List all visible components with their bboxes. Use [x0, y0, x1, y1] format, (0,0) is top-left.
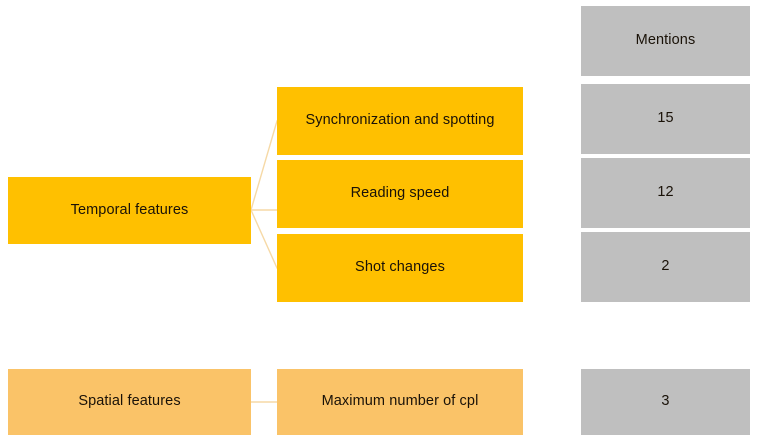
- mentions-value-label: 3: [661, 393, 670, 410]
- feature-node-label: Synchronization and spotting: [305, 112, 495, 129]
- connector-temporal-to-shot: [250, 209, 278, 269]
- feature-node-shot-changes[interactable]: Shot changes: [277, 234, 523, 302]
- category-node-spatial-features[interactable]: Spatial features: [8, 369, 251, 435]
- mentions-value-label: 2: [661, 258, 670, 275]
- mentions-value-label: 12: [657, 184, 674, 201]
- feature-node-label: Shot changes: [355, 259, 445, 276]
- feature-node-reading-speed[interactable]: Reading speed: [277, 160, 523, 228]
- connector-temporal-to-sync: [250, 120, 278, 211]
- category-node-temporal-features[interactable]: Temporal features: [8, 177, 251, 244]
- mentions-column-header: Mentions: [581, 6, 750, 76]
- mentions-value-synchronization-and-spotting: 15: [581, 84, 750, 154]
- mentions-value-reading-speed: 12: [581, 158, 750, 228]
- mentions-value-shot-changes: 2: [581, 232, 750, 302]
- feature-node-label: Reading speed: [350, 185, 450, 202]
- feature-node-label: Maximum number of cpl: [321, 393, 479, 410]
- category-node-label: Spatial features: [78, 393, 181, 410]
- mentions-header-label: Mentions: [635, 32, 696, 49]
- mentions-value-maximum-number-of-cpl: 3: [581, 369, 750, 435]
- feature-node-maximum-number-of-cpl[interactable]: Maximum number of cpl: [277, 369, 523, 435]
- category-node-label: Temporal features: [70, 201, 189, 218]
- mentions-value-label: 15: [657, 110, 674, 127]
- feature-node-synchronization-and-spotting[interactable]: Synchronization and spotting: [277, 87, 523, 155]
